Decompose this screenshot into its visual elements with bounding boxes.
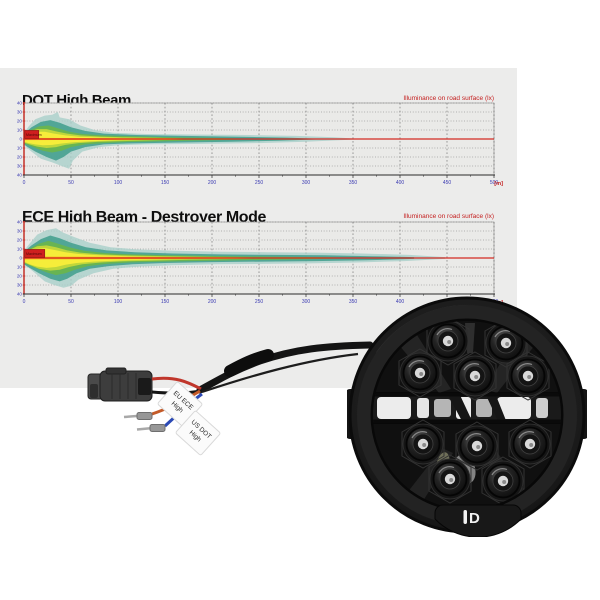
x-tick-label: 0	[23, 299, 26, 305]
y-tick-label: 20	[17, 119, 23, 124]
x-tick-label: 350	[349, 299, 358, 305]
x-tick-label: 150	[161, 299, 170, 305]
y-tick-label: 30	[17, 164, 23, 169]
max-marker	[24, 130, 40, 139]
y-tick-label: 0	[19, 137, 22, 142]
x-tick-label: 400	[396, 180, 405, 186]
y-tick-label: 10	[17, 146, 23, 151]
logo-tab: D	[434, 504, 522, 537]
logo-letter: D	[469, 510, 480, 527]
y-tick-label: 40	[17, 101, 23, 106]
x-tick-label: 450	[443, 180, 452, 186]
drl-bar	[373, 392, 561, 424]
y-tick-label: 10	[17, 247, 23, 252]
y-tick-label: 10	[17, 265, 23, 270]
led-lens	[428, 454, 472, 504]
x-tick-label: 150	[161, 180, 170, 186]
connector-plug	[87, 367, 153, 402]
led-lens	[508, 419, 552, 469]
x-tick-label: 200	[208, 299, 217, 305]
x-tick-label: 350	[349, 180, 358, 186]
logo-bar	[463, 510, 467, 524]
x-tick-label: 50	[68, 299, 74, 305]
crimp-pin-ece	[123, 412, 153, 420]
crimp-pin-dot	[136, 424, 166, 432]
label-us-dot-high: US DOT High	[175, 410, 221, 456]
x-tick-label: 400	[396, 299, 405, 305]
led-lens	[453, 351, 497, 401]
x-unit-label: [m]	[494, 181, 503, 187]
x-tick-label: 200	[208, 180, 217, 186]
led-headlight: D	[347, 296, 587, 537]
y-tick-label: 30	[17, 283, 23, 288]
cable-sleeve	[224, 349, 274, 377]
x-tick-label: 250	[255, 299, 264, 305]
x-tick-label: 250	[255, 180, 264, 186]
max-marker	[24, 249, 46, 258]
thin-wire	[201, 352, 359, 394]
x-tick-label: 50	[68, 180, 74, 186]
led-lens	[401, 419, 445, 469]
led-lens	[481, 456, 525, 506]
y-tick-label: 0	[19, 256, 22, 261]
y-tick-label: 30	[17, 110, 23, 115]
wiring-harness: EU ECE High US DOT High	[87, 341, 374, 456]
x-tick-label: 100	[114, 180, 123, 186]
y-tick-label: 30	[17, 229, 23, 234]
power-wire-red	[151, 376, 202, 391]
max-marker-label: Maximum	[26, 252, 42, 256]
y-tick-label: 40	[17, 173, 23, 178]
illuminance-label-ece: Illuminance on road surface (lx)	[403, 213, 494, 220]
face-detail	[373, 321, 561, 506]
beam-plot-ece: 0501001502002503003504004505004030201001…	[17, 220, 503, 306]
led-lens	[426, 321, 470, 366]
y-tick-label: 20	[17, 238, 23, 243]
x-tick-label: 100	[114, 299, 123, 305]
led-lens	[398, 348, 442, 398]
y-tick-label: 40	[17, 220, 23, 225]
x-tick-label: 300	[302, 180, 311, 186]
led-array	[398, 321, 552, 506]
y-tick-label: 40	[17, 292, 23, 297]
led-lens	[506, 351, 550, 401]
led-lens	[455, 421, 499, 471]
x-tick-label: 500	[490, 180, 499, 186]
illuminance-label-dot: Illuminance on road surface (lx)	[403, 95, 494, 102]
max-marker-label: Maximum	[26, 133, 42, 137]
y-tick-label: 20	[17, 155, 23, 160]
y-tick-label: 20	[17, 274, 23, 279]
x-tick-label: 0	[23, 180, 26, 186]
y-tick-label: 10	[17, 128, 23, 133]
x-tick-label: 300	[302, 299, 311, 305]
